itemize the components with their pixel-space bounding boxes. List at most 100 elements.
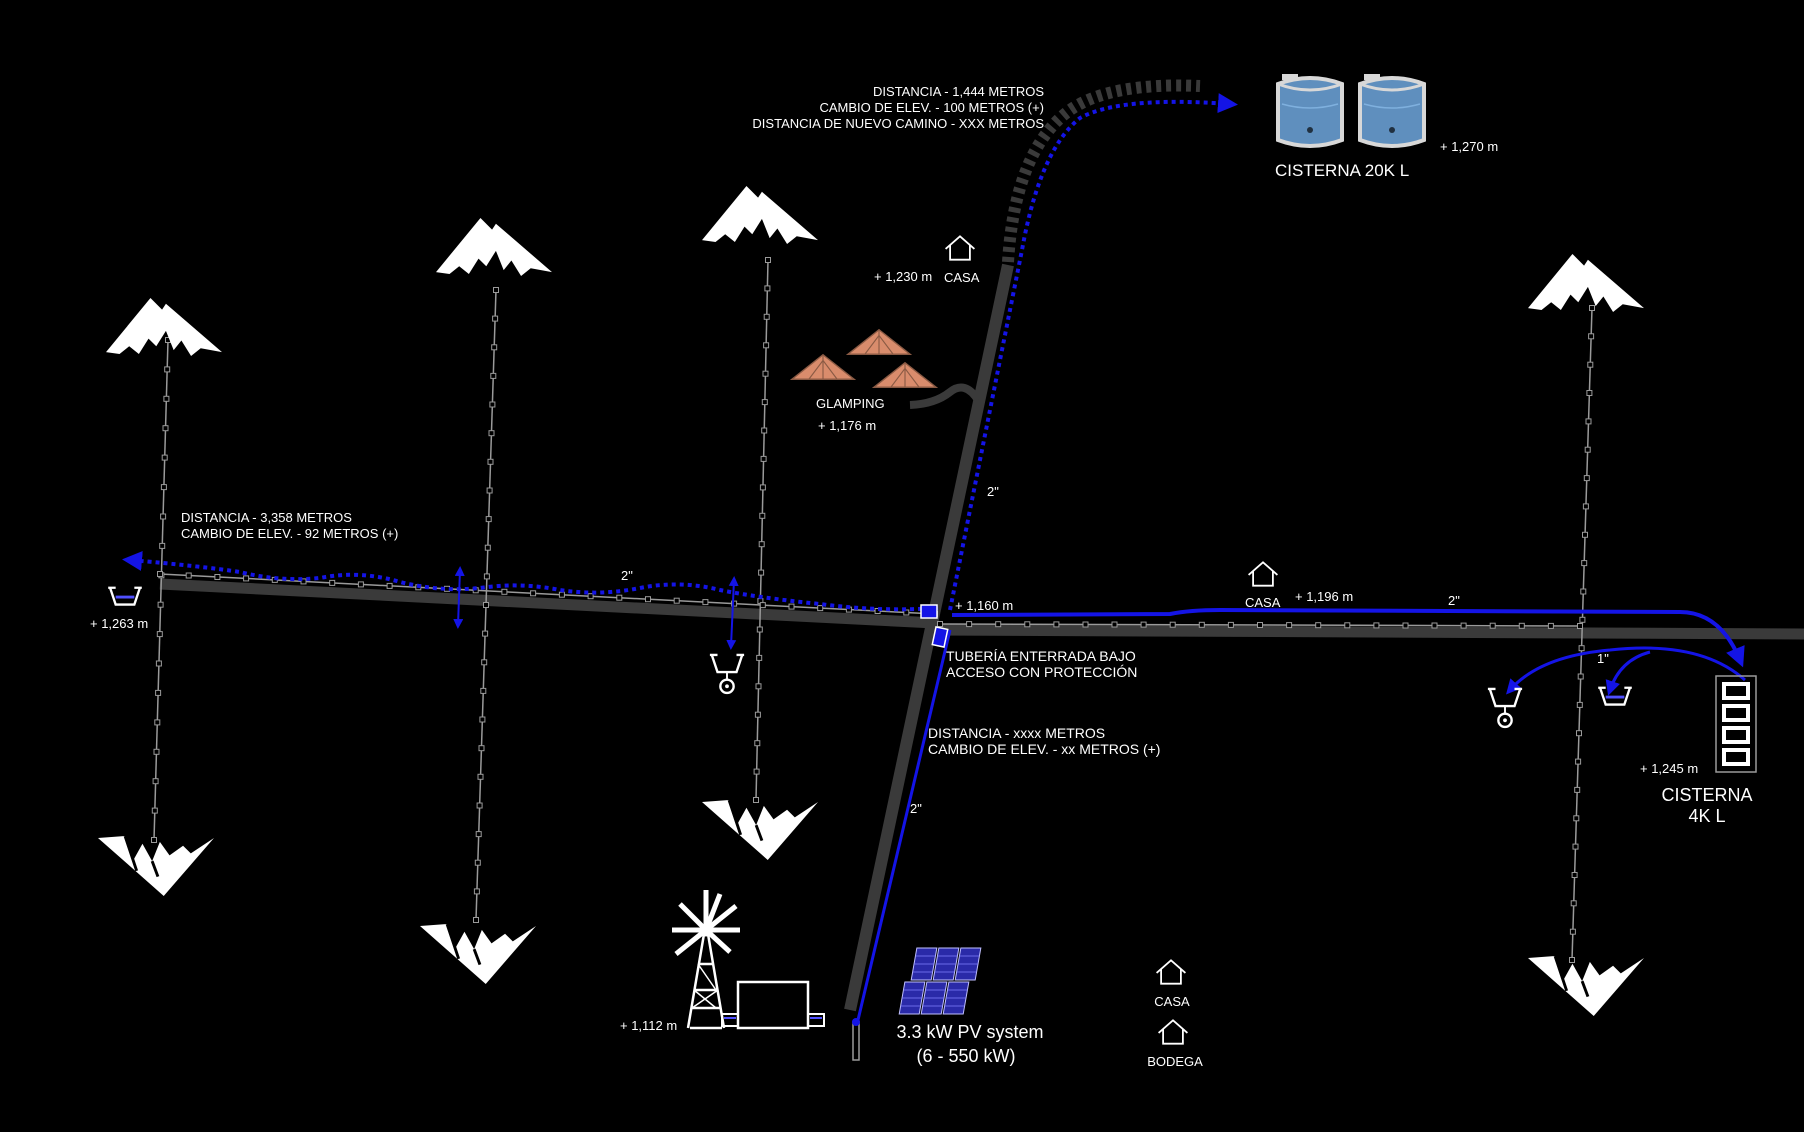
fence-post bbox=[1547, 622, 1554, 629]
glamping-tents bbox=[791, 328, 937, 389]
fence-post bbox=[1140, 621, 1147, 628]
casa-east-elev: + 1,196 m bbox=[1295, 589, 1353, 604]
fence-post bbox=[760, 455, 767, 462]
water-trough-icon bbox=[1486, 687, 1524, 729]
fence-post bbox=[1582, 531, 1588, 538]
mountain-icon bbox=[106, 297, 222, 356]
mountain-icon bbox=[420, 922, 536, 986]
fence-posts bbox=[151, 257, 1595, 963]
fence-post bbox=[160, 484, 167, 491]
cisterna-4k-elev: + 1,245 m bbox=[1640, 761, 1698, 776]
fence-post bbox=[478, 745, 485, 752]
fence-post bbox=[1580, 588, 1587, 595]
cisterna-4k-line2: 4K L bbox=[1688, 806, 1725, 826]
fence-post bbox=[153, 748, 160, 755]
tent-icon bbox=[847, 328, 911, 356]
fence-post bbox=[479, 716, 486, 723]
fence-post bbox=[1589, 305, 1595, 311]
fence-post bbox=[1569, 957, 1575, 963]
fence-post bbox=[762, 370, 769, 377]
pipe-crossing-box bbox=[931, 626, 949, 648]
fence-post bbox=[154, 719, 161, 726]
fence-post bbox=[763, 313, 770, 320]
fence-post bbox=[759, 602, 766, 609]
fence-post bbox=[1571, 872, 1578, 878]
road-main-west bbox=[159, 578, 936, 629]
fence-post bbox=[185, 572, 192, 579]
west-elev-label: CAMBIO DE ELEV. - 92 METROS (+) bbox=[181, 526, 398, 541]
fence-post bbox=[1581, 560, 1588, 567]
north-elev-label: CAMBIO DE ELEV. - 100 METROS (+) bbox=[819, 100, 1044, 115]
road-main-east bbox=[934, 624, 1804, 640]
fence-post bbox=[1577, 623, 1583, 629]
fence-post bbox=[493, 287, 499, 293]
fence-post bbox=[1460, 622, 1467, 629]
water-trough-icon bbox=[106, 586, 144, 606]
fence-post bbox=[1586, 390, 1593, 396]
fence-post bbox=[764, 285, 771, 292]
fence-post bbox=[1584, 446, 1591, 453]
house-icon bbox=[1247, 561, 1279, 587]
fence-post bbox=[473, 888, 480, 895]
fence-post bbox=[763, 342, 770, 349]
fence-post bbox=[1579, 616, 1586, 623]
fence-line bbox=[755, 259, 769, 801]
fence-post bbox=[490, 372, 497, 379]
pv-line2: (6 - 550 kW) bbox=[916, 1046, 1015, 1066]
fence-post bbox=[157, 571, 163, 577]
fence-post bbox=[300, 578, 307, 585]
tent-icon bbox=[873, 361, 937, 389]
cisterna-20k-elev: + 1,270 m bbox=[1440, 139, 1498, 154]
mountain-icon bbox=[98, 834, 214, 898]
pipe-west-branch-2 bbox=[726, 576, 739, 650]
fence-post bbox=[817, 605, 824, 612]
mountain-icon bbox=[702, 798, 818, 862]
road-north-south bbox=[844, 263, 1014, 1012]
fence-post bbox=[1576, 730, 1582, 737]
fence-post bbox=[1489, 622, 1496, 629]
pipe-east-solid bbox=[951, 607, 1745, 668]
water-trough-icon bbox=[1596, 686, 1634, 706]
fence-post bbox=[754, 711, 761, 718]
bodega-label: BODEGA bbox=[1147, 1054, 1203, 1069]
fence-post bbox=[756, 654, 763, 661]
fence-post bbox=[558, 591, 565, 598]
fence-post bbox=[1573, 815, 1580, 822]
fence-post bbox=[485, 516, 492, 523]
fence-post bbox=[489, 401, 496, 408]
fence-post bbox=[1572, 843, 1579, 850]
fence-post bbox=[753, 797, 759, 803]
branch-pipe-size: 1" bbox=[1597, 651, 1609, 666]
fence-post bbox=[755, 683, 762, 690]
north-distance-label: DISTANCIA - 1,444 METROS bbox=[873, 84, 1044, 99]
fence-post bbox=[357, 581, 364, 588]
fence-post bbox=[488, 430, 495, 437]
fence-post bbox=[995, 621, 1002, 628]
mountain-icon bbox=[436, 217, 552, 276]
house-icon bbox=[1157, 1019, 1189, 1045]
pv-line1: 3.3 kW PV system bbox=[896, 1022, 1043, 1042]
south-distance-label: DISTANCIA - xxxx METROS bbox=[928, 725, 1105, 741]
tuberia-line2: ACCESO CON PROTECCIÓN bbox=[946, 664, 1137, 680]
fence-post bbox=[480, 687, 487, 694]
windmill-elev: + 1,112 m bbox=[620, 1018, 677, 1033]
pipe-branch-1in-b bbox=[1605, 650, 1651, 696]
fence-post bbox=[761, 427, 768, 434]
fence-post bbox=[159, 542, 166, 549]
fence-post bbox=[152, 778, 159, 785]
fence-post bbox=[1578, 645, 1585, 652]
east-pipe-size: 2" bbox=[1448, 593, 1460, 608]
cistern-block-icon bbox=[1715, 675, 1757, 773]
fence-post bbox=[477, 773, 484, 780]
well-pump bbox=[852, 1018, 860, 1061]
fence-post bbox=[329, 579, 336, 586]
casa-east-label: CASA bbox=[1245, 595, 1281, 610]
fence-post bbox=[492, 315, 499, 322]
pipe-north-dotted bbox=[948, 93, 1238, 611]
fence-post bbox=[937, 621, 943, 627]
fence-post bbox=[151, 837, 157, 843]
fence-post bbox=[483, 573, 490, 580]
fence-post bbox=[1583, 475, 1590, 482]
solar-panel-icon bbox=[898, 947, 982, 1015]
